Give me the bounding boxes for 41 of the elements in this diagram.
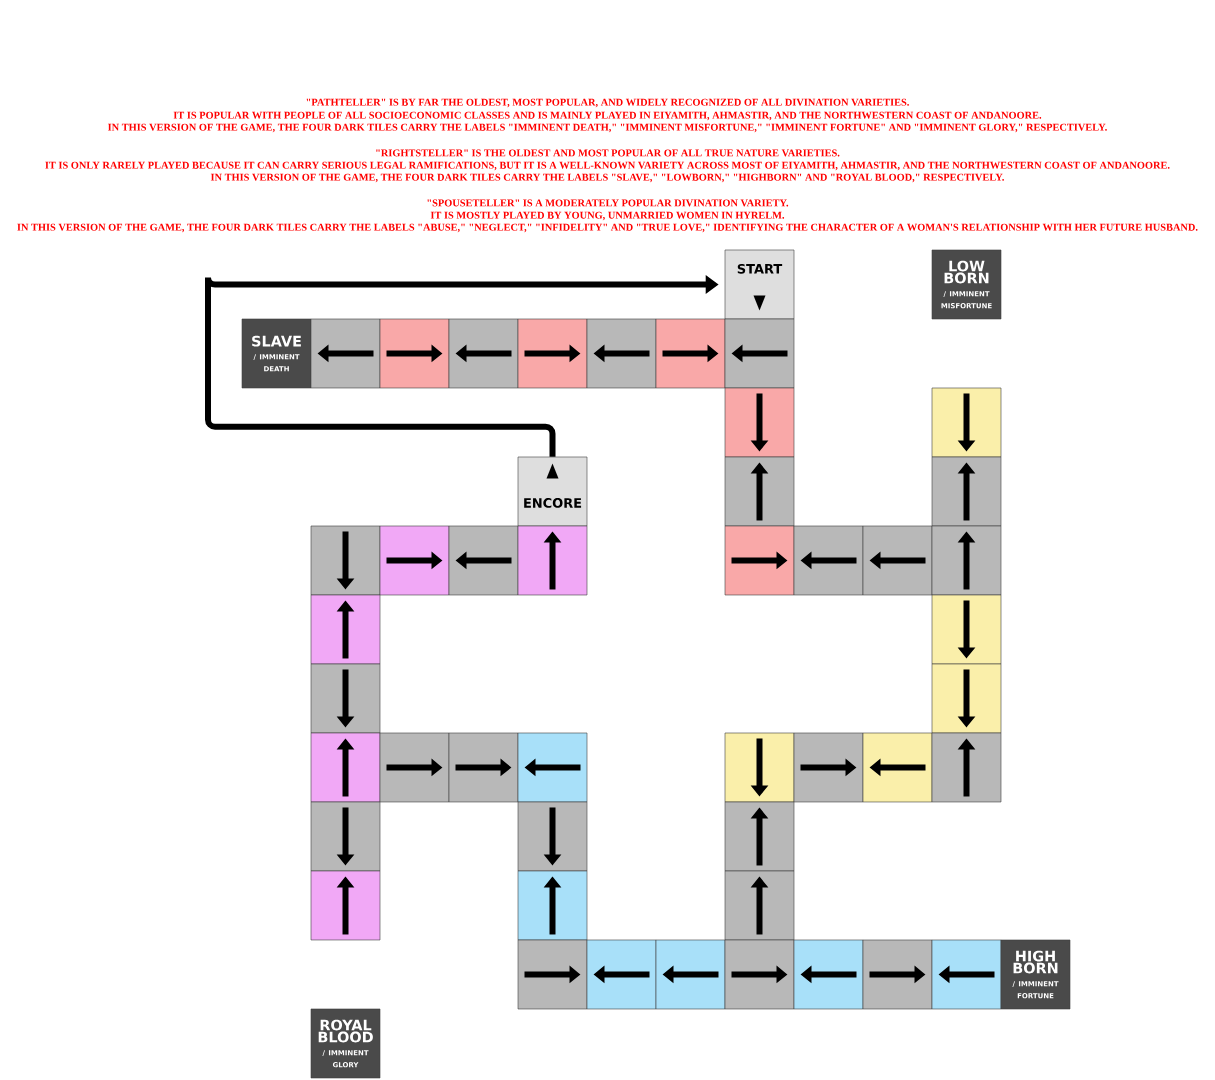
board-tile xyxy=(379,318,450,389)
description-text: IN THIS VERSION OF THE GAME, THE FOUR DARK TILES CARRY THE LABELS "SLAVE," "LOWBORN," "HIGHBORN" AND "ROYAL BLOOD," RESPECTIVELY. xyxy=(210,173,1004,183)
board-tile xyxy=(931,525,1002,596)
board-tile xyxy=(793,732,864,803)
board-tile xyxy=(724,525,795,596)
board-tile xyxy=(517,732,588,803)
board-tile xyxy=(517,525,588,596)
board-tile xyxy=(724,939,795,1010)
board-tile xyxy=(931,594,1002,665)
board-tile: ENCORE xyxy=(517,456,588,527)
board-tile xyxy=(724,801,795,872)
description-text: IN THIS VERSION OF THE GAME, THE FOUR DARK TILES CARRY THE LABELS "ABUSE," "NEGLECT," "INFIDELITY" AND "TRUE LOVE," IDENTIFYING THE CHARACTER OF A WOMAN'S RELATIONSHIP WITH HER FUTURE HUSBAND. xyxy=(17,223,1198,233)
board-tile xyxy=(310,594,381,665)
board-tile xyxy=(931,663,1002,734)
board-tile xyxy=(724,456,795,527)
board-tile xyxy=(931,732,1002,803)
board-tile xyxy=(724,870,795,941)
board-tile xyxy=(517,318,588,389)
description-text: "RIGHTSTELLER" IS THE OLDEST AND MOST POPULAR OF ALL TRUE NATURE VARIETIES. xyxy=(376,149,840,157)
description-text: "SPOUSETELLER" IS A MODERATELY POPULAR DIVINATION VARIETY. xyxy=(427,199,789,207)
board-tile xyxy=(724,318,795,389)
board-tile: START xyxy=(724,249,795,320)
description-text: IT IS MOSTLY PLAYED BY YOUNG, UNMARRIED WOMEN IN HYRELM. xyxy=(430,211,785,221)
board-tile xyxy=(931,387,1002,458)
board-tile xyxy=(862,939,933,1010)
board-tile xyxy=(448,732,519,803)
description-text: IN THIS VERSION OF THE GAME, THE FOUR DARK TILES CARRY THE LABELS "IMMINENT DEATH," "IMMINENT MISFORTUNE," "IMMINENT FORTUNE" AND "IMMINENT GLORY," RESPECTIVELY. xyxy=(108,123,1107,133)
description-text: "PATHTELLER" IS BY FAR THE OLDEST, MOST POPULAR, AND WIDELY RECOGNIZED OF ALL DIVINATION VARIETIES. xyxy=(306,98,909,108)
board-tile xyxy=(517,801,588,872)
description-text: IT IS ONLY RARELY PLAYED BECAUSE IT CAN CARRY SERIOUS LEGAL RAMIFICATIONS, BUT IT IS A WELL-KNOWN VARIETY ACROSS MOST OF EIYAMITH, AHMASTIR, AND THE NORTHWESTERN COAST OF ANDANOORE. xyxy=(45,161,1170,171)
board-tile xyxy=(310,663,381,734)
board-tile xyxy=(379,525,450,596)
board-tile xyxy=(310,870,381,941)
board-tile xyxy=(379,732,450,803)
board-tile xyxy=(724,387,795,458)
board-tile xyxy=(931,456,1002,527)
board-tile xyxy=(655,318,726,389)
board-tile xyxy=(517,870,588,941)
board-tile xyxy=(517,939,588,1010)
board-tile xyxy=(310,801,381,872)
description-text: IT IS POPULAR WITH PEOPLE OF ALL SOCIOECONOMIC CLASSES AND IS MAINLY PLAYED IN EIYAMITH, AHMASTIR, AND THE NORTHWESTERN COAST OF ANDANOORE. xyxy=(173,111,1042,121)
